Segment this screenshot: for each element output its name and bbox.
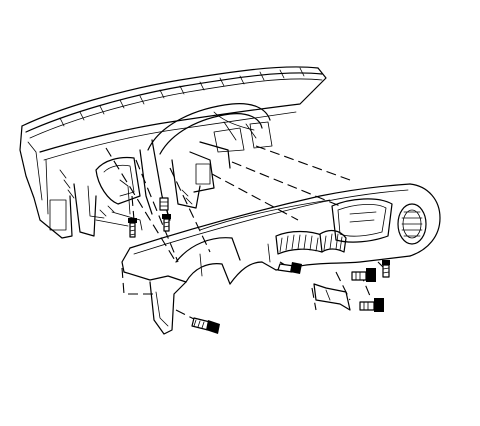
air-vent xyxy=(275,230,325,255)
bolt xyxy=(382,260,390,278)
air-vent xyxy=(319,229,347,253)
lower-trim-panel xyxy=(121,183,441,335)
bolt xyxy=(128,218,137,238)
leader-lines xyxy=(105,145,387,321)
bolt xyxy=(359,298,384,312)
instrument-panel-frame xyxy=(19,66,327,239)
bolt xyxy=(162,214,171,232)
bolt xyxy=(277,262,302,274)
air-vent xyxy=(397,203,427,245)
bolt xyxy=(191,317,220,334)
bolt xyxy=(159,197,169,211)
bolt xyxy=(351,268,376,282)
